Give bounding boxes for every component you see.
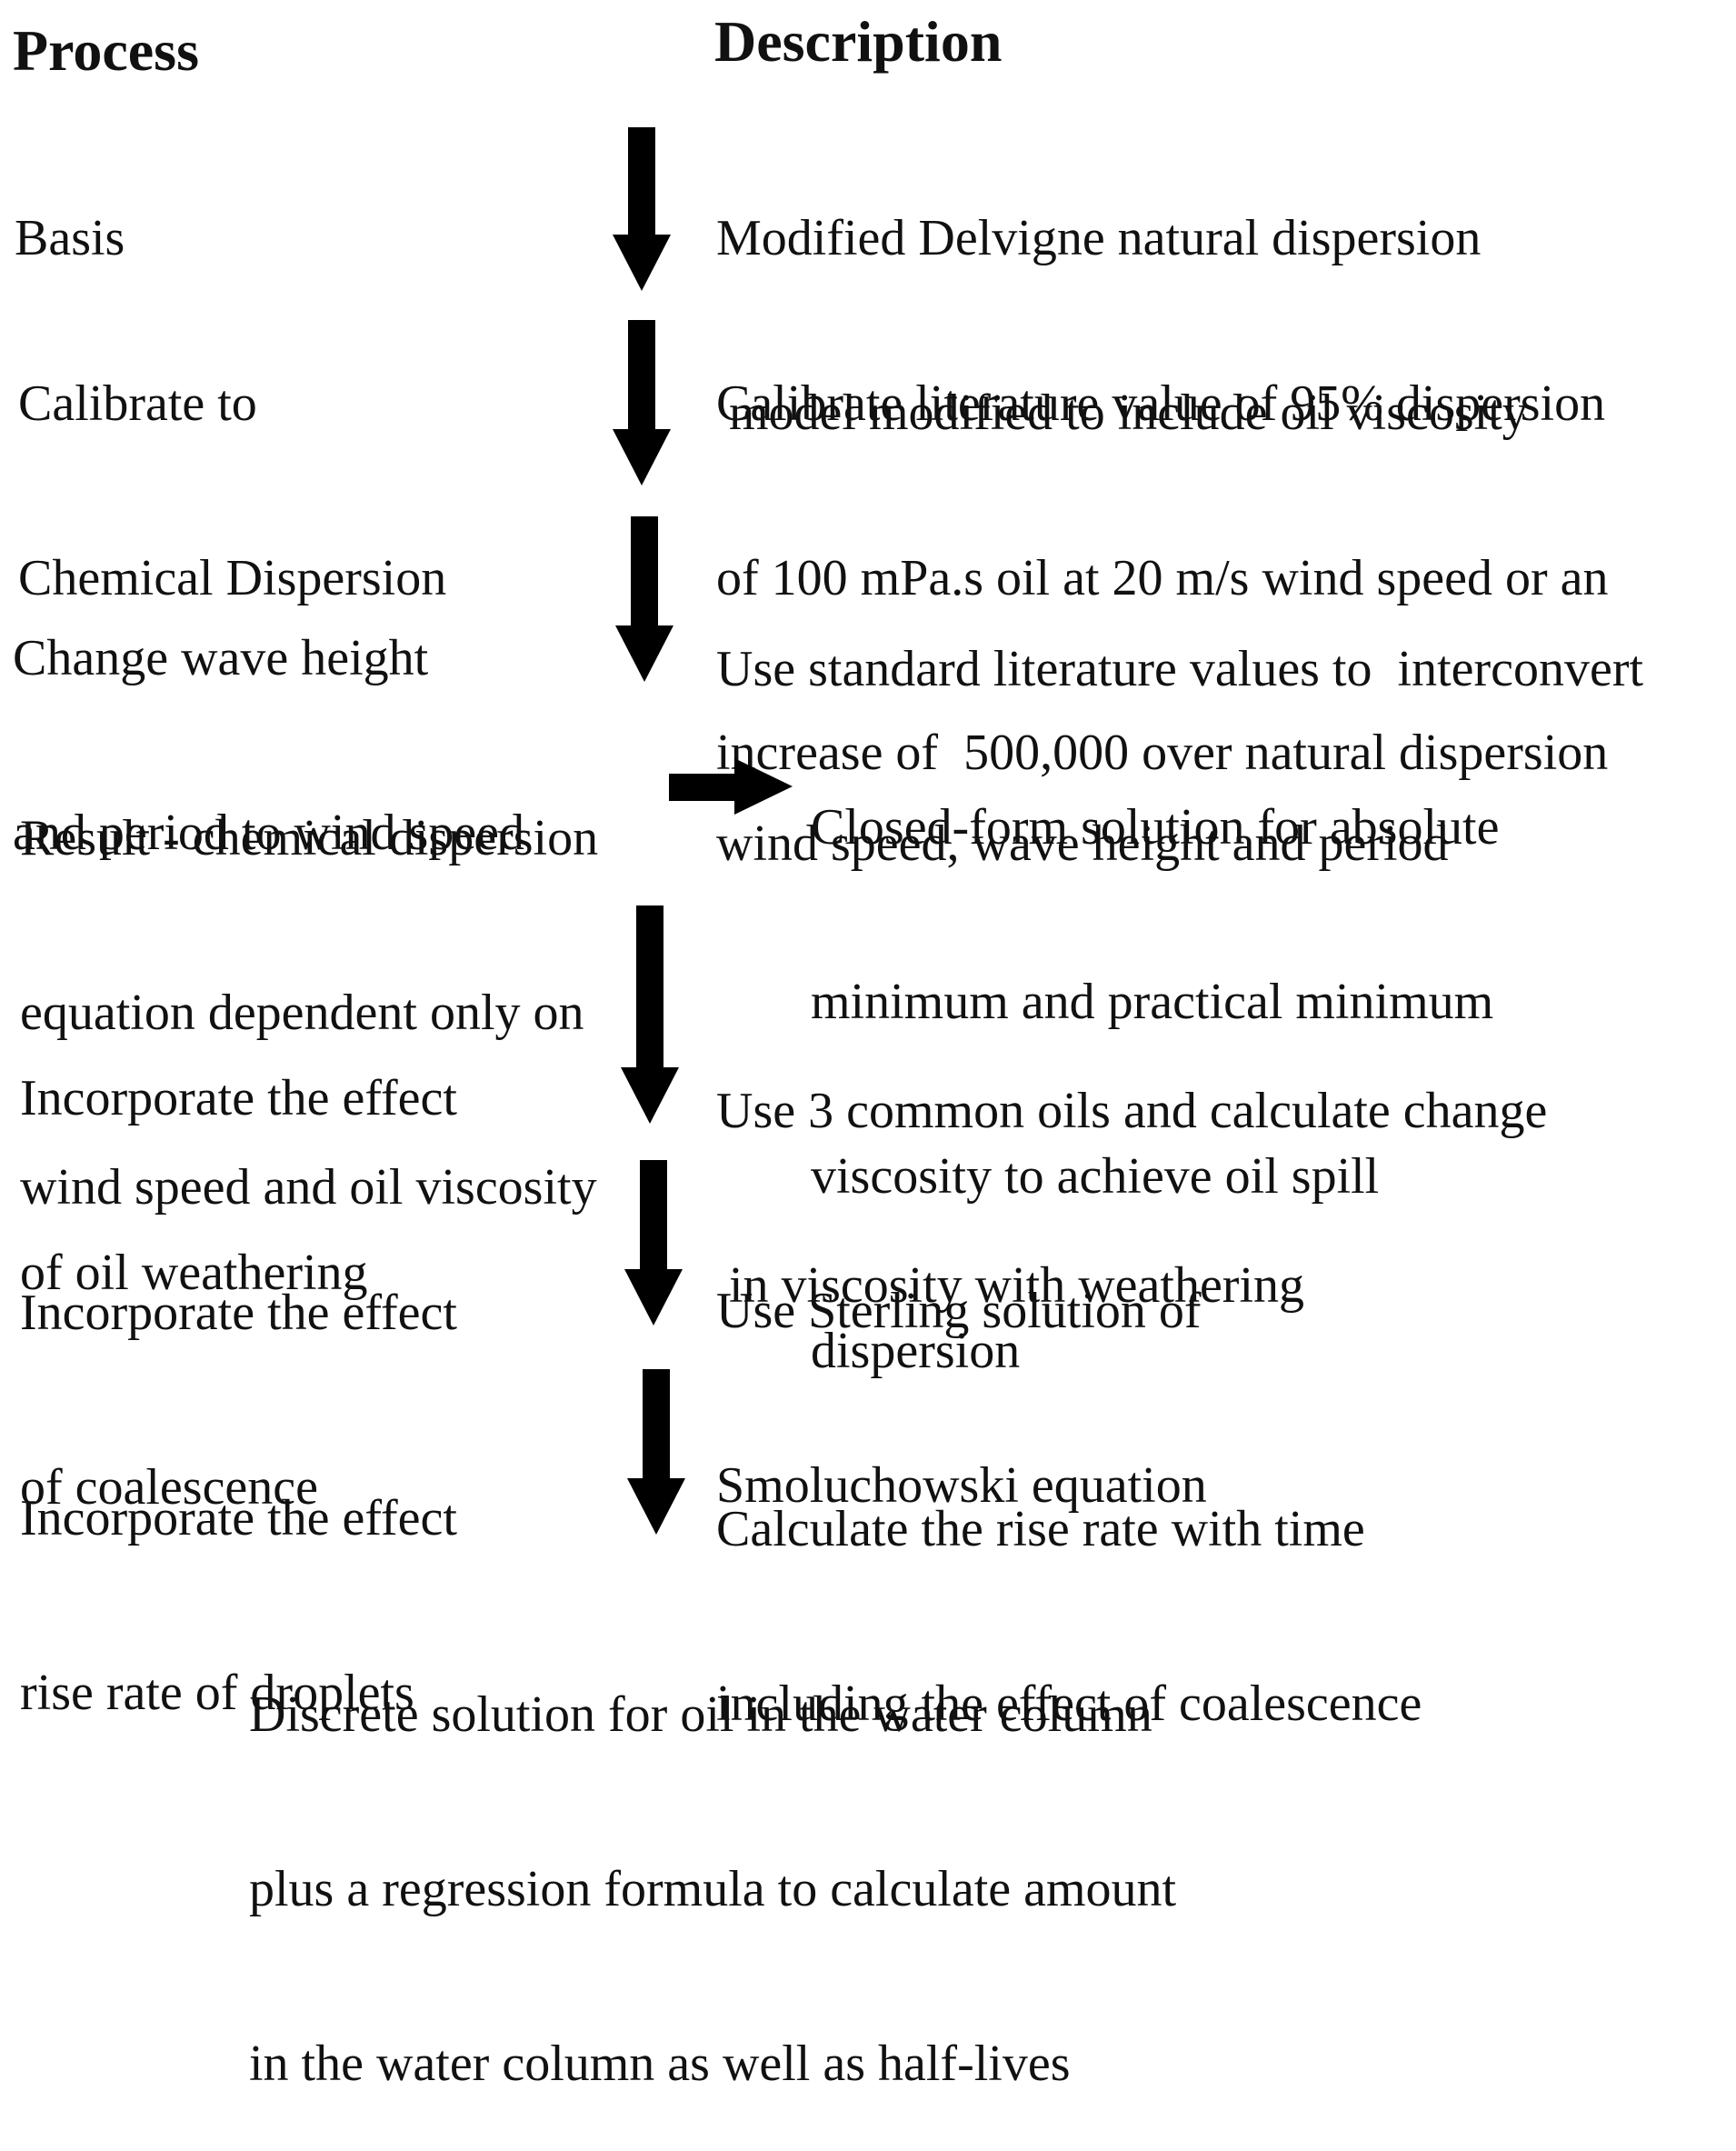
description-coalescence: Use Sterling solution of Smoluchowski eq…: [716, 1166, 1207, 1573]
final-result-line-3: in the water column as well as half-live…: [249, 2036, 1071, 2092]
process-change-wave: Change wave height and period to wind sp…: [13, 513, 524, 920]
process-change-wave-line-2: and period to wind speed: [13, 805, 524, 861]
flow-arrows: [613, 127, 793, 1535]
description-result-line-3: viscosity to achieve oil spill: [811, 1148, 1380, 1205]
description-change-wave-line-2: wind speed, wave height and period: [716, 815, 1449, 872]
down-arrow-4-head: [621, 1067, 679, 1124]
process-weathering-line-1: Incorporate the effect: [20, 1070, 457, 1126]
description-result-line-1: Closed-form solution for absolute: [811, 799, 1500, 855]
down-arrow-6-head: [627, 1478, 685, 1535]
description-weathering-line-1: Use 3 common oils and calculate change: [716, 1083, 1548, 1139]
down-arrow-6-shaft: [643, 1369, 670, 1480]
description-rise-rate-line-2: including the effect of coalescence: [716, 1676, 1422, 1732]
description-calibrate-line-2: of 100 mPa.s oil at 20 m/s wind speed or…: [716, 550, 1609, 606]
down-arrow-2: [613, 320, 671, 485]
description-rise-rate-line-1: Calculate the rise rate with time: [716, 1501, 1365, 1557]
process-coalescence-line-1: Incorporate the effect: [20, 1285, 457, 1341]
process-rise-rate-line-1: Incorporate the effect: [20, 1490, 457, 1546]
process-calibrate-line-1: Calibrate to: [18, 375, 257, 432]
description-rise-rate: Calculate the rise rate with time includ…: [716, 1384, 1422, 1791]
description-calibrate-line-1: Calibrate literature value of 95% disper…: [716, 375, 1606, 432]
process-weathering: Incorporate the effect of oil weathering: [20, 953, 457, 1360]
down-arrow-5-shaft: [640, 1160, 667, 1271]
description-result-line-2: minimum and practical minimum: [811, 974, 1494, 1030]
process-basis-line-1: Basis: [15, 210, 125, 266]
description-basis-line-1: Modified Delvigne natural dispersion: [716, 210, 1482, 266]
description-result-line-4: dispersion: [811, 1323, 1021, 1379]
process-rise-rate: Incorporate the effect rise rate of drop…: [20, 1373, 457, 1780]
process-coalescence: Incorporate the effect of coalescence: [20, 1167, 457, 1575]
description-basis: Modified Delvigne natural dispersion mod…: [716, 93, 1528, 500]
description-change-wave-line-1: Use standard literature values to interc…: [716, 641, 1644, 697]
process-result: Result - chemical dispersion equation de…: [20, 693, 598, 1275]
process-result-line-3: wind speed and oil viscosity: [20, 1159, 597, 1216]
process-rise-rate-line-2: rise rate of droplets: [20, 1665, 414, 1721]
description-weathering: Use 3 common oils and calculate change i…: [716, 965, 1547, 1373]
final-result-line-1: Discrete solution for oil in the water c…: [249, 1686, 1152, 1743]
down-arrow-2-head: [613, 429, 671, 485]
process-weathering-line-2: of oil weathering: [20, 1245, 368, 1301]
description-weathering-line-2: in viscosity with weathering: [716, 1257, 1305, 1314]
process-result-line-2: equation dependent only on: [20, 985, 584, 1041]
description-coalescence-line-2: Smoluchowski equation: [716, 1457, 1207, 1514]
down-arrow-3-shaft: [631, 516, 658, 627]
description-coalescence-line-1: Use Sterling solution of: [716, 1283, 1202, 1339]
description-change-wave: Use standard literature values to interc…: [716, 524, 1643, 931]
right-arrow-head: [734, 758, 793, 815]
description-basis-line-2: model modified to include oil viscosity: [716, 385, 1528, 441]
down-arrow-1: [613, 127, 671, 291]
description-result: Closed-form solution for absolute minimu…: [811, 682, 1499, 1438]
down-arrow-5: [624, 1160, 683, 1326]
right-arrow-shaft: [669, 774, 736, 801]
process-header: Process: [13, 18, 199, 83]
down-arrow-6: [627, 1369, 685, 1535]
process-basis: Basis: [15, 93, 125, 325]
down-arrow-1-head: [613, 235, 671, 291]
down-arrow-4-shaft: [636, 905, 663, 1069]
process-calibrate-line-2: Chemical Dispersion: [18, 550, 447, 606]
final-result-line-2: plus a regression formula to calculate a…: [249, 1861, 1177, 1917]
down-arrow-5-head: [624, 1269, 683, 1326]
right-arrow: [669, 758, 793, 815]
down-arrow-1-shaft: [628, 127, 655, 236]
process-coalescence-line-2: of coalescence: [20, 1459, 318, 1516]
description-calibrate-line-3: increase of 500,000 over natural dispers…: [716, 725, 1609, 781]
process-result-line-1: Result - chemical dispersion: [20, 810, 599, 866]
process-change-wave-line-1: Change wave height: [13, 630, 429, 686]
down-arrow-3-head: [615, 625, 673, 682]
down-arrow-4: [621, 905, 679, 1124]
down-arrow-2-shaft: [628, 320, 655, 431]
process-calibrate: Calibrate to Chemical Dispersion: [18, 258, 446, 665]
description-calibrate: Calibrate literature value of 95% disper…: [716, 258, 1608, 840]
down-arrow-3: [615, 516, 673, 682]
description-header: Description: [714, 9, 1003, 74]
